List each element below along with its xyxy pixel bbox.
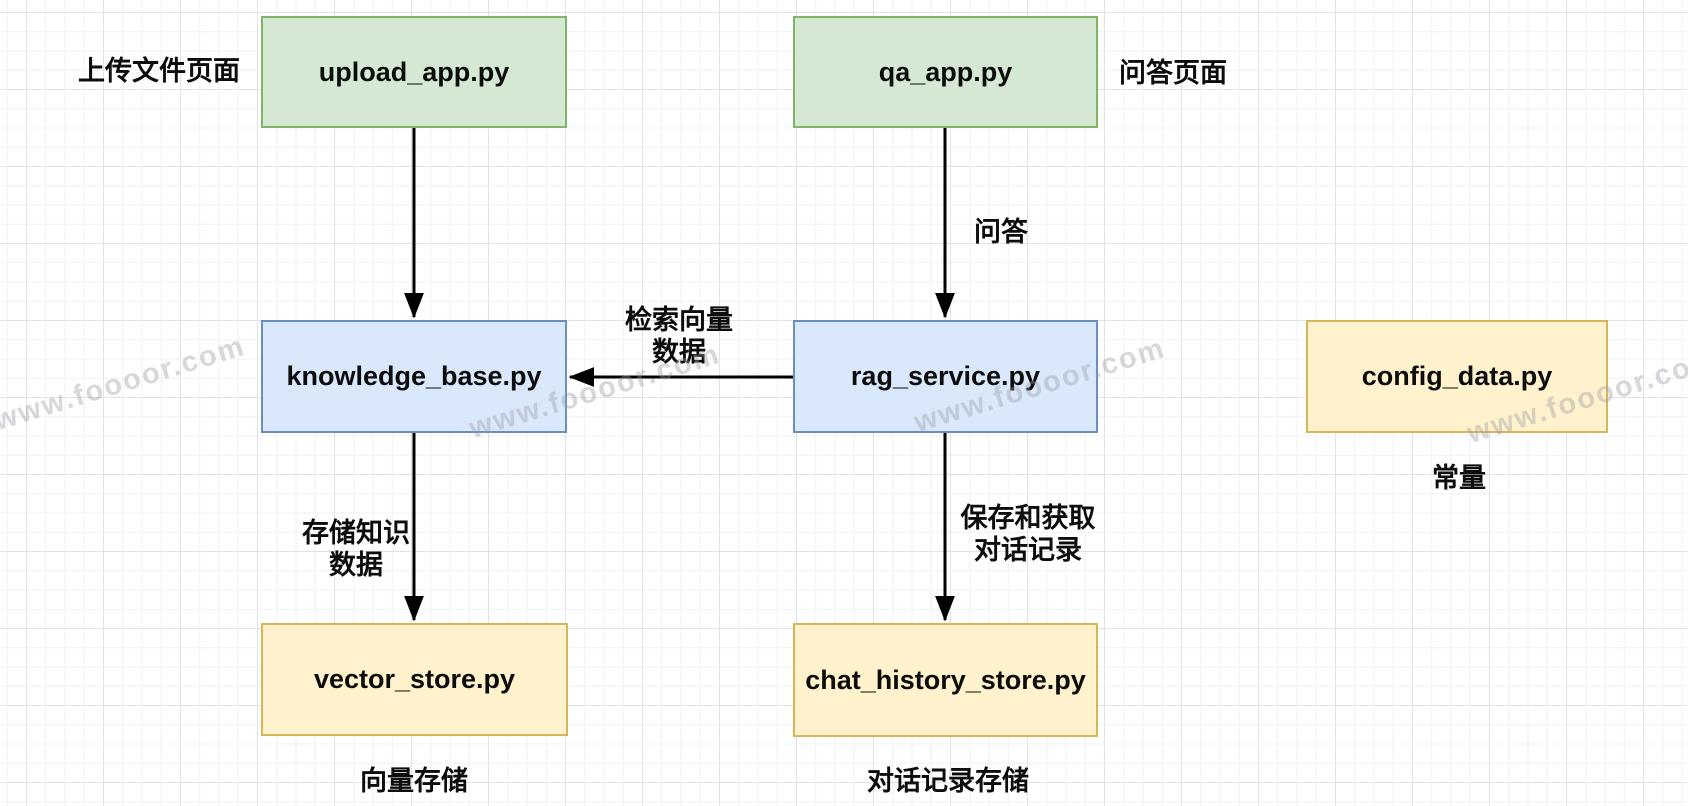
annotation-vector-storage: 向量存储 — [360, 766, 468, 797]
watermark: www.foooor.com — [0, 330, 250, 437]
edge-label-store-knowledge: 存储知识 数据 — [302, 518, 410, 580]
edge-label-qa: 问答 — [974, 217, 1028, 248]
annotation-constants: 常量 — [1432, 463, 1486, 494]
node-rag-service: rag_service.py — [793, 320, 1098, 433]
edge-label-retrieve-vector: 检索向量 数据 — [625, 305, 733, 367]
node-knowledge-base: knowledge_base.py — [261, 320, 567, 433]
node-chat-history-store: chat_history_store.py — [793, 623, 1098, 737]
edge-label-save-chat: 保存和获取 对话记录 — [960, 503, 1096, 565]
node-config-data: config_data.py — [1306, 320, 1608, 433]
annotation-upload-page: 上传文件页面 — [78, 56, 240, 87]
annotation-chat-storage: 对话记录存储 — [867, 766, 1029, 797]
annotation-qa-page: 问答页面 — [1119, 58, 1227, 89]
node-vector-store: vector_store.py — [261, 623, 568, 736]
node-qa-app: qa_app.py — [793, 16, 1098, 128]
node-upload-app: upload_app.py — [261, 16, 567, 128]
